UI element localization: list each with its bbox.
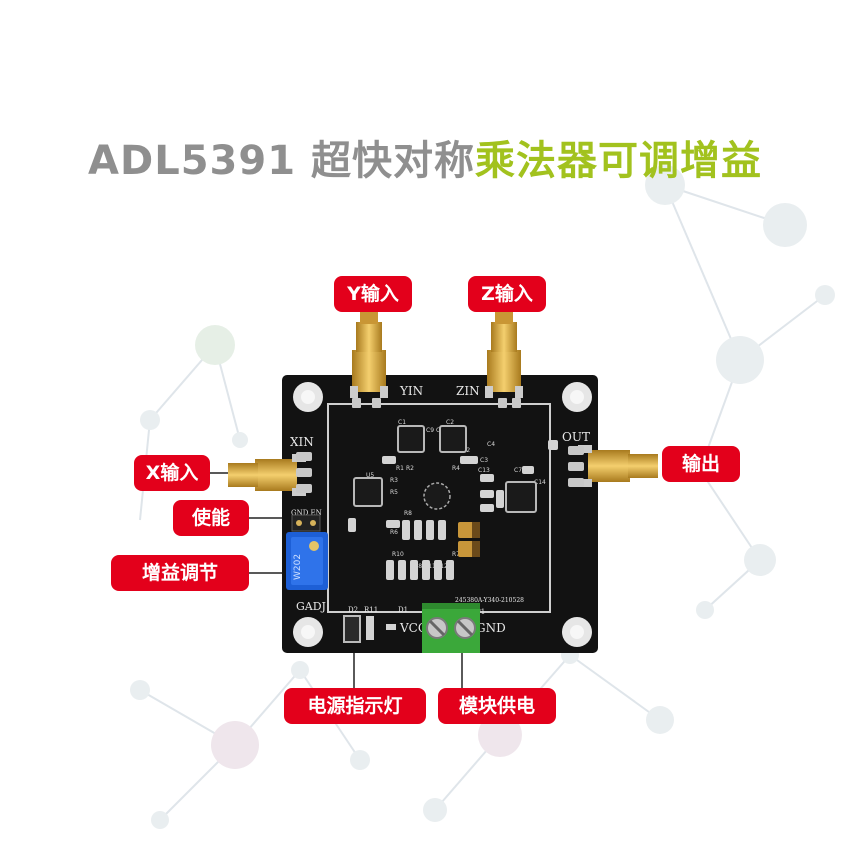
silk-c4: C4 bbox=[487, 441, 495, 448]
callout-power-indicator: 电源指示灯 bbox=[284, 688, 426, 724]
ic-chips bbox=[353, 425, 537, 513]
header-pads bbox=[296, 398, 584, 493]
tantalum-capacitors bbox=[458, 522, 480, 557]
sma-connector-out bbox=[578, 445, 658, 487]
power-terminal-block bbox=[422, 603, 480, 653]
mounting-holes bbox=[293, 382, 592, 647]
silk-yin: YIN bbox=[399, 384, 423, 398]
silk-out: OUT bbox=[562, 430, 590, 444]
callout-y-input: Y输入 bbox=[334, 276, 412, 312]
silk-r6: R6 bbox=[390, 529, 398, 536]
silk-c7: C7 bbox=[514, 467, 522, 474]
power-indicator-led bbox=[343, 615, 396, 643]
callout-x-input: X输入 bbox=[134, 455, 210, 491]
silk-r7: R7 bbox=[452, 551, 460, 558]
silk-c14: C14 bbox=[534, 479, 546, 486]
sma-connector-y bbox=[350, 310, 388, 398]
silk-zin: ZIN bbox=[456, 384, 480, 398]
silk-gnd: GND bbox=[476, 621, 506, 635]
silk-c13: C13 bbox=[478, 467, 490, 474]
silk-d1: D1 bbox=[398, 606, 408, 614]
silk-c11: C11 bbox=[424, 563, 436, 570]
silk-r2: R2 bbox=[406, 465, 414, 472]
title-green-part: 乘法器可调增益 bbox=[474, 138, 762, 184]
silk-gnd-en: GND EN bbox=[291, 509, 322, 517]
callout-output: 输出 bbox=[662, 446, 740, 482]
title-gray-part: ADL5391 超快对称 bbox=[88, 138, 475, 184]
enable-jumper bbox=[291, 514, 321, 532]
silk-c9: C9 bbox=[426, 427, 434, 434]
silk-p1: P1 bbox=[476, 608, 485, 616]
gain-potentiometer: W202 bbox=[286, 532, 328, 590]
callout-enable: 使能 bbox=[173, 500, 249, 536]
silk-vcc: VCC bbox=[399, 621, 427, 635]
silk-r11: R11 bbox=[364, 606, 378, 614]
silk-r5: R5 bbox=[390, 489, 398, 496]
silk-gadj: GADJ bbox=[296, 600, 326, 613]
silk-c3: C3 bbox=[480, 457, 488, 464]
silk-d2: D2 bbox=[348, 606, 358, 614]
silk-c12: C12 bbox=[436, 563, 448, 570]
sma-connector-x bbox=[228, 454, 306, 496]
silk-r10: R10 bbox=[392, 551, 404, 558]
silk-board-code: 245380A-Y340-210528 bbox=[455, 597, 524, 604]
silk-c8: C8 bbox=[414, 563, 422, 570]
silk-c1: C1 bbox=[398, 419, 406, 426]
silk-r1: R1 bbox=[396, 465, 404, 472]
silk-r3: R3 bbox=[390, 477, 398, 484]
callout-gain-adjust: 增益调节 bbox=[111, 555, 249, 591]
adl5391-chip bbox=[423, 482, 451, 510]
callout-module-power: 模块供电 bbox=[438, 688, 556, 724]
pcb-board bbox=[282, 375, 598, 653]
pot-marking: W202 bbox=[293, 554, 303, 580]
callout-z-input: Z输入 bbox=[468, 276, 546, 312]
passive-components bbox=[348, 440, 558, 580]
silk-u5: U5 bbox=[366, 472, 374, 479]
silk-xin: XIN bbox=[290, 435, 314, 449]
silk-c2: C2 bbox=[446, 419, 454, 426]
silk-r8: R8 bbox=[404, 510, 412, 517]
page-title: ADL5391 超快对称乘法器可调增益 bbox=[0, 128, 850, 186]
silk-r4: R4 bbox=[452, 465, 460, 472]
sma-connector-z bbox=[485, 310, 523, 398]
